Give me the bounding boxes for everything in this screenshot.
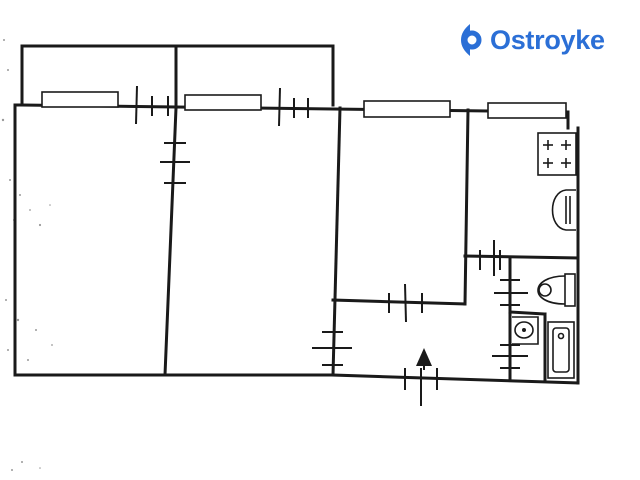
door <box>388 283 423 323</box>
doors <box>135 85 528 406</box>
door <box>494 279 528 306</box>
scan-noise <box>1 39 53 471</box>
entrance-arrow-icon <box>416 348 432 370</box>
washbasin-icon <box>512 316 539 345</box>
door <box>404 368 438 406</box>
window <box>184 94 262 111</box>
door <box>492 344 528 369</box>
toilet-icon <box>537 273 576 307</box>
sink-icon <box>551 189 576 231</box>
brand-logo: Ostroyke <box>458 20 605 60</box>
door <box>135 85 169 125</box>
bathtub-icon <box>547 321 575 379</box>
interior-walls <box>163 44 580 382</box>
window <box>41 91 119 108</box>
door <box>160 142 190 184</box>
door <box>479 240 501 276</box>
logo-mark-icon <box>461 24 482 56</box>
window <box>487 102 567 119</box>
windows <box>41 91 567 119</box>
door <box>312 331 352 366</box>
brand-name: Ostroyke <box>490 24 605 55</box>
door <box>278 87 309 127</box>
window <box>363 100 451 118</box>
stove-icon <box>537 132 577 176</box>
